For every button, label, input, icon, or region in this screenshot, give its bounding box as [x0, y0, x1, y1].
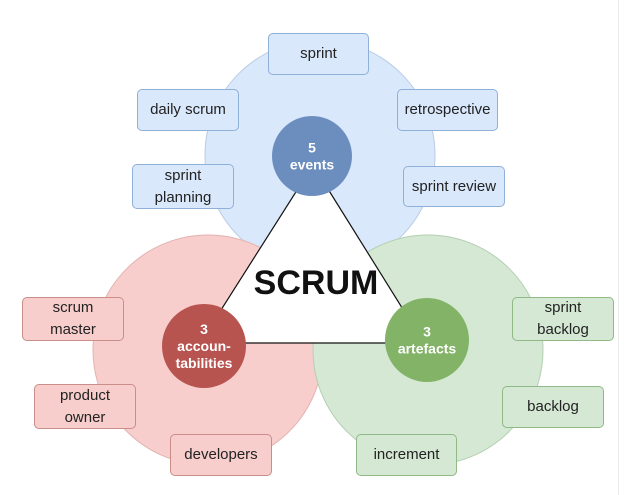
page-edge-divider: [618, 0, 619, 495]
artefact-sprint-backlog-box: sprint backlog: [512, 297, 614, 341]
event-retrospective-box: retrospective: [397, 89, 498, 131]
accountability-developers-box: developers: [170, 434, 272, 476]
accountability-product-owner-box: product owner: [34, 384, 136, 429]
artefact-increment-box: increment: [356, 434, 457, 476]
events-hub: [272, 116, 352, 196]
accountabilities-hub: [162, 304, 246, 388]
event-sprint-review-box: sprint review: [403, 166, 505, 207]
artefacts-hub: [385, 298, 469, 382]
scrum-label: SCRUM: [254, 264, 379, 302]
artefact-backlog-box: backlog: [502, 386, 604, 428]
scrum-triangle: [198, 163, 426, 344]
accountability-scrum-master-box: scrum master: [22, 297, 124, 341]
event-daily-scrum-box: daily scrum: [137, 89, 239, 131]
event-sprint-box: sprint: [268, 33, 369, 75]
event-sprint-planning-box: sprint planning: [132, 164, 234, 209]
